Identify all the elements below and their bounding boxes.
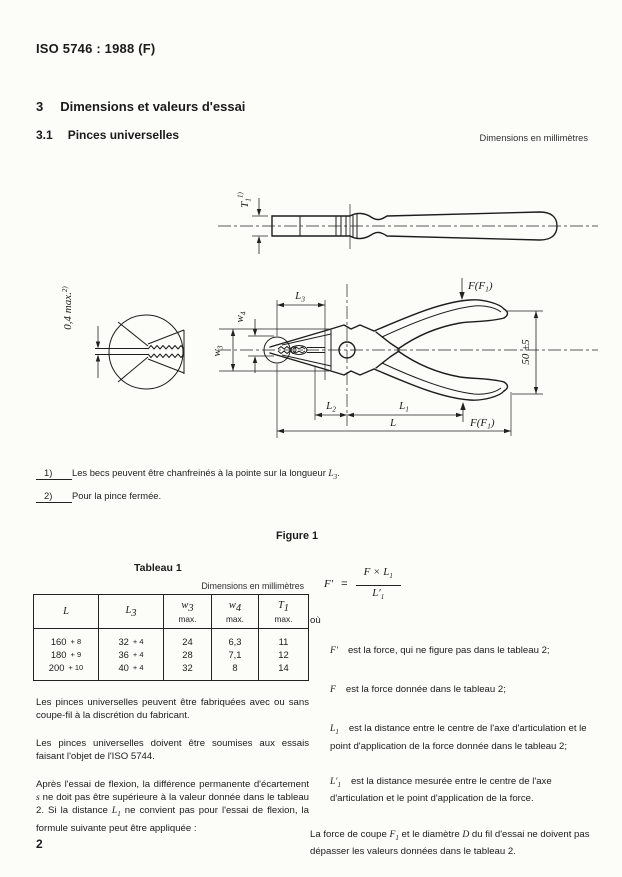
subsection-title: Pinces universelles <box>67 128 180 142</box>
dim-label-l2: L2 <box>325 400 336 414</box>
right-column: F′ = F × L1 L′1 où F′est la force, qui n… <box>310 562 590 868</box>
detail-indicator-circle <box>263 336 291 364</box>
figure-caption: Figure 1 <box>276 530 318 542</box>
where-label: où <box>310 615 321 627</box>
figure-1-drawing: T11) 0,4 max.2) <box>61 191 598 438</box>
flexion-formula: F′ = F × L1 L′1 <box>324 566 590 604</box>
pliers-side-view: T11) <box>218 191 598 254</box>
force-label-bottom: F(F1) <box>469 417 495 431</box>
pivot-hole <box>338 341 356 359</box>
table-title: Tableau 1 <box>134 562 182 574</box>
paragraph-flexion: Après l'essai de flexion, la différence … <box>36 778 309 834</box>
dim-label-handle-spread: 50 ±5 <box>520 339 532 365</box>
section-title: Dimensions et valeurs d'essai <box>60 99 246 114</box>
footnote-2-marker: 2) <box>36 490 72 503</box>
dim-label-l3: L3 <box>294 290 305 304</box>
subsection-heading: 3.1 Pinces universelles <box>36 128 179 142</box>
col-header-L: L <box>33 594 99 629</box>
dim-label-jaw-gap: 0,4 max.2) <box>61 286 74 330</box>
section-number: 3 <box>36 99 44 114</box>
footnote-1: 1)Les becs peuvent être chanfreinés à la… <box>36 467 340 481</box>
dim-label-l: L <box>389 417 396 429</box>
figure-footnotes: 1)Les becs peuvent être chanfreinés à la… <box>36 467 340 512</box>
footnote-1-marker: 1) <box>36 467 72 480</box>
dim-label-w3: w3 <box>211 345 225 356</box>
pliers-main-view: L3 w4 w3 L2 L1 L 50 ±5 <box>211 278 598 438</box>
footnote-2: 2)Pour la pince fermée. <box>36 490 340 503</box>
force-label-top: F(F1) <box>467 280 493 294</box>
definition-F-prime: F′est la force, qui ne figure pas dans l… <box>330 644 550 656</box>
col-header-L3: L3 <box>98 594 164 629</box>
table-units-note: Dimensions en millimètres <box>201 581 304 591</box>
wire-cutter-notch <box>290 345 308 355</box>
section-heading: 3 Dimensions et valeurs d'essai <box>36 99 245 114</box>
paragraph-force-coupe: La force de coupe F1 et le diamètre D du… <box>310 828 590 857</box>
jaw-detail-view: 0,4 max.2) <box>61 286 185 390</box>
dim-label-l1: L1 <box>398 400 409 414</box>
doc-reference: ISO 5746 : 1988 (F) <box>36 41 156 56</box>
left-column: Les pinces universelles peuvent être fab… <box>36 696 309 849</box>
dim-label-w4: w4 <box>234 311 248 322</box>
page-number: 2 <box>36 837 43 851</box>
paragraph-essais: Les pinces universelles doivent être sou… <box>36 737 309 763</box>
units-note-top: Dimensions en millimètres <box>479 133 589 143</box>
dim-label-t1: T11) <box>237 191 253 207</box>
subsection-number: 3.1 <box>36 128 53 142</box>
paragraph-fabrication: Les pinces universelles peuvent être fab… <box>36 697 309 722</box>
